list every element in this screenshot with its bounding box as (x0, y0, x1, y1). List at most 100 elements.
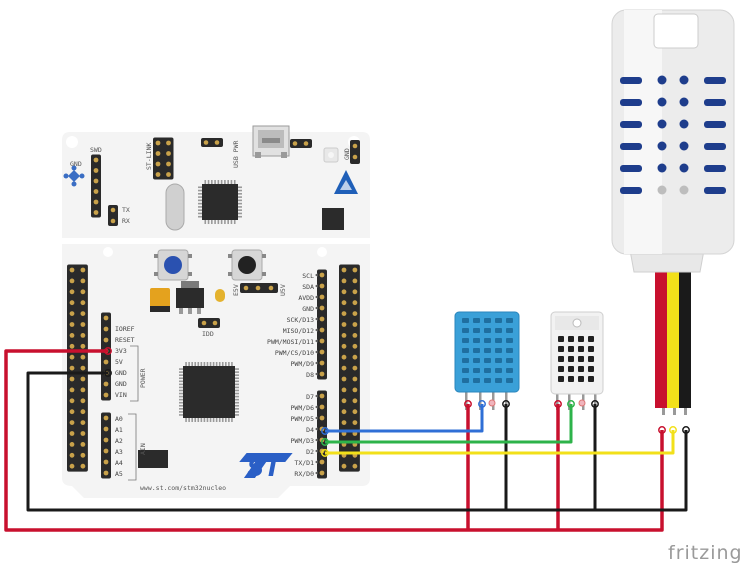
digital-label-d5: PWM/D5 (291, 415, 315, 423)
power-label-3v3: 3V3 (115, 347, 127, 355)
header-pin (319, 371, 325, 377)
header-pin (69, 267, 75, 273)
chip-leg (179, 383, 183, 386)
digital-label-d7: D7 (306, 393, 314, 401)
chip-leg (179, 389, 183, 392)
header-pin (69, 322, 75, 327)
vent-hole (679, 163, 689, 173)
user-button[interactable] (154, 249, 192, 281)
header-body (67, 264, 88, 472)
wire-endpoint (658, 426, 666, 434)
power-label-ioref: IOREF (115, 325, 135, 333)
chip-leg (198, 189, 202, 192)
digital-label-sda: SDA (302, 283, 314, 291)
chip-leg (235, 408, 239, 410)
stm32-mcu-chip (179, 362, 239, 422)
vent-hole (558, 376, 564, 382)
header-pin (103, 470, 109, 476)
pin-arrow (315, 372, 318, 376)
vent-slot (484, 348, 491, 353)
chip-leg (212, 362, 215, 366)
header-pin (69, 311, 75, 316)
header-pin (103, 315, 109, 321)
wires (4, 349, 688, 532)
chip-leg (191, 418, 193, 422)
arduino-digital-header-upper (317, 269, 327, 380)
vent-slot (473, 328, 480, 333)
header-pin (319, 305, 325, 311)
chip-leg (179, 395, 183, 398)
arduino-power-header (101, 312, 111, 401)
chip-leg (228, 362, 230, 366)
vent-hole (679, 97, 689, 107)
header-pin (80, 278, 86, 284)
chip-leg (218, 418, 221, 422)
digital-label-d12: MISO/D12 (283, 327, 314, 335)
chip-leg (225, 362, 227, 366)
tx-rx-header (108, 205, 118, 226)
header-pin (69, 278, 75, 284)
digital-label-d2: D2 (306, 448, 314, 456)
vent-slot (506, 378, 513, 383)
header-pin (69, 333, 75, 338)
chip-leg (235, 383, 239, 386)
chip-leg (179, 401, 183, 404)
header-pin (69, 452, 75, 458)
idd-jumper (198, 318, 220, 328)
vent-slot (462, 368, 469, 373)
header-pin (352, 333, 358, 338)
chip-leg (238, 202, 242, 205)
wire-d4-blue (325, 404, 484, 433)
vent-slot (495, 318, 502, 323)
chip-leg (228, 418, 230, 422)
chip-leg (207, 180, 210, 184)
vent-hole (588, 346, 594, 352)
probe-wire-black (679, 268, 691, 408)
e5v-label: E5V (232, 284, 240, 296)
vent-hole (578, 366, 584, 372)
header-pin (341, 376, 347, 382)
header-pin (80, 431, 86, 436)
header-pin (103, 437, 109, 443)
chip-leg (179, 371, 183, 373)
chip-leg (194, 418, 197, 422)
chip-leg (238, 206, 242, 208)
chip-leg (206, 362, 209, 366)
chip-leg (198, 202, 202, 205)
chip-leg (225, 418, 227, 422)
chip-leg (220, 180, 223, 184)
reset-button[interactable] (228, 249, 266, 281)
header-body (101, 412, 111, 479)
u5v-label: U5V (279, 284, 287, 296)
vent-slot (484, 358, 491, 363)
chip-leg (238, 199, 242, 202)
vent-slot (484, 338, 491, 343)
wire-endpoint (669, 426, 677, 434)
chip-leg (235, 368, 239, 370)
vent-slot (495, 348, 502, 353)
probe-wire-red (655, 268, 667, 408)
chip-leg (235, 380, 239, 383)
header-pin (341, 289, 347, 295)
header-pin (319, 360, 325, 366)
chip-leg (220, 220, 223, 224)
vent-hole (578, 376, 584, 382)
header-pin (80, 463, 86, 469)
chip-leg (235, 392, 239, 395)
chip-leg (203, 362, 206, 366)
header-pin (352, 343, 358, 349)
header-pin (319, 470, 325, 476)
chip-leg (198, 196, 202, 198)
vent-hole (679, 185, 689, 195)
chip-leg (209, 418, 212, 422)
header-pin (103, 359, 109, 365)
vent-slot (484, 378, 491, 383)
chip-leg (227, 180, 229, 184)
header-pin (80, 420, 86, 425)
fuse (215, 289, 225, 302)
wire-endpoint (567, 400, 575, 408)
header-pin (80, 333, 86, 338)
vent-slot (620, 187, 642, 194)
mounting-hole (317, 247, 327, 257)
